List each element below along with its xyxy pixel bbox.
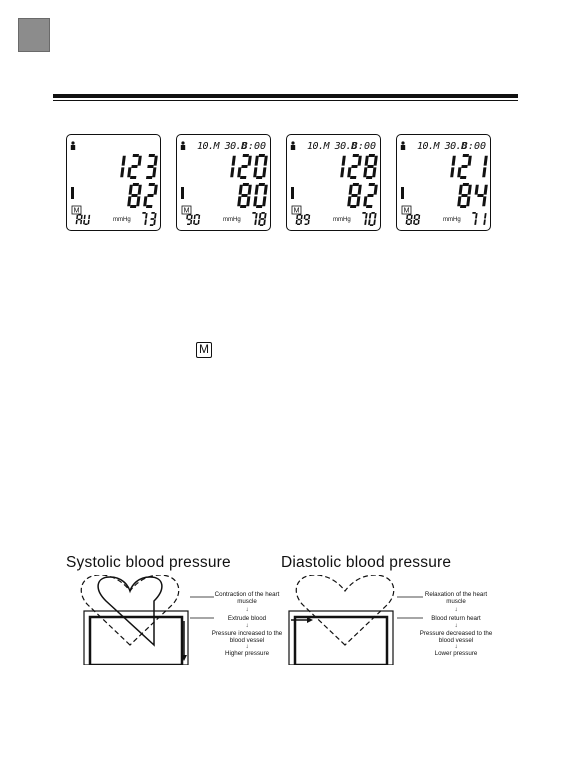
memory-number-digit	[83, 214, 91, 225]
memory-indicator-box	[291, 205, 302, 215]
diastolic-heart-diagram	[288, 575, 423, 665]
section-marker-box	[18, 18, 50, 52]
pressure-unit: mmHg	[443, 217, 461, 223]
diastolic-digit	[237, 183, 252, 208]
systolic-step-4: Higher pressure	[224, 650, 270, 657]
diastolic-digit	[474, 184, 488, 207]
pressure-level-bar	[71, 187, 74, 199]
lcd-graphics: M	[70, 141, 158, 226]
pulse-digit	[149, 212, 157, 226]
diastolic-digit	[347, 183, 362, 208]
diastolic-title: Diastolic blood pressure	[281, 554, 452, 571]
pressure-level-bar	[291, 187, 294, 199]
pulse-digit	[472, 212, 478, 225]
memory-number-digit	[193, 214, 201, 225]
systolic-digit	[363, 154, 378, 179]
memory-number-digit	[295, 214, 303, 225]
systolic-digit	[457, 154, 472, 179]
user-icon-body	[400, 145, 406, 150]
systolic-digit	[237, 154, 252, 179]
user-icon-body	[70, 145, 76, 150]
systolic-digit	[347, 154, 362, 179]
date-readout: 10.M 30.D	[197, 141, 247, 152]
systolic-diagram: Contraction of the heart muscle ↓ Extrud…	[66, 575, 306, 665]
systolic-digit	[450, 155, 456, 178]
pressure-unit: mmHg	[223, 217, 241, 223]
memory-indicator-box	[71, 205, 82, 215]
pressure-level-bar	[181, 187, 184, 199]
systolic-digit	[253, 154, 268, 179]
memory-indicator-label: M	[184, 208, 190, 215]
memory-icon: M	[196, 342, 212, 358]
systolic-heart-diagram	[80, 575, 214, 665]
pressure-unit: mmHg	[333, 217, 351, 223]
lcd-graphics: M	[180, 141, 268, 226]
date-readout: 10.M 30.D	[307, 141, 357, 152]
lcd-panel-1: M mmHg	[66, 134, 161, 231]
pulse-digit	[368, 212, 377, 226]
diastolic-step-2: Blood return heart	[431, 615, 481, 622]
systolic-digit	[146, 154, 158, 179]
down-arrow-icon: ↓	[454, 644, 458, 650]
header-rule-thin	[53, 100, 518, 101]
lcd-panel-3: M 10.M 30.D 8:00 mmHg	[286, 134, 381, 231]
diastolic-step-4: Lower pressure	[434, 650, 478, 657]
pulse-digit	[362, 212, 368, 225]
clock-readout: 8:00	[241, 141, 266, 152]
diastolic-step-3: Pressure decreased to the blood vessel	[419, 630, 493, 644]
user-icon	[71, 141, 75, 145]
diastolic-step-1: Relaxation of the heart muscle	[424, 591, 488, 605]
memory-number-digit	[303, 214, 311, 225]
pulse-digit	[483, 213, 487, 225]
systolic-digit	[340, 155, 346, 178]
user-icon	[401, 141, 405, 145]
lcd-panel-2: M 10.M 30.D 8:00 mmHg	[176, 134, 271, 231]
user-icon	[291, 141, 295, 145]
systolic-step-3: Pressure increased to the blood vessel	[211, 630, 283, 644]
pressure-level-bar	[401, 187, 404, 199]
user-icon-body	[290, 145, 296, 150]
memory-indicator-label: M	[74, 208, 80, 215]
systolic-digit	[127, 154, 142, 179]
date-readout: 10.M 30.D	[417, 141, 467, 152]
lcd-graphics: M	[400, 141, 488, 225]
systolic-digit	[482, 155, 488, 178]
memory-number-digit	[413, 214, 421, 225]
lcd-panel-4: M 10.M 30.D 8:00 mmHg	[396, 134, 491, 231]
pulse-digit	[142, 212, 148, 225]
memory-indicator-label: M	[404, 208, 410, 215]
header-rule	[53, 94, 518, 98]
down-arrow-icon: ↓	[245, 623, 249, 629]
pulse-digit	[258, 212, 267, 226]
pulse-digit	[252, 212, 258, 225]
memory-number-digit	[186, 214, 193, 225]
memory-indicator-label: M	[294, 208, 300, 215]
systolic-title: Systolic blood pressure	[66, 554, 231, 571]
systolic-digit	[120, 155, 126, 178]
clock-readout: 8:00	[351, 141, 376, 152]
diastolic-diagram: Relaxation of the heart muscle ↓ Blood r…	[281, 575, 521, 665]
user-icon	[181, 141, 185, 145]
user-icon-body	[180, 145, 186, 150]
diastolic-digit	[127, 183, 142, 208]
memory-indicator-box	[181, 205, 192, 215]
down-arrow-icon: ↓	[245, 607, 249, 613]
lcd-graphics: M	[290, 141, 378, 226]
memory-number-digit	[75, 214, 83, 225]
systolic-digit	[230, 155, 236, 178]
clock-readout: 8:00	[461, 141, 486, 152]
down-arrow-icon: ↓	[454, 607, 458, 613]
diastolic-digit	[363, 183, 378, 208]
memory-number-digit	[405, 214, 413, 225]
memory-indicator-box	[401, 205, 412, 215]
diastolic-digit	[143, 183, 158, 208]
systolic-step-1: Contraction of the heart muscle	[214, 591, 280, 605]
down-arrow-icon: ↓	[245, 644, 249, 650]
down-arrow-icon: ↓	[454, 623, 458, 629]
pressure-unit: mmHg	[113, 217, 131, 223]
diastolic-digit	[253, 183, 268, 208]
systolic-step-2: Extrude blood	[227, 615, 267, 622]
diastolic-digit	[457, 183, 472, 208]
